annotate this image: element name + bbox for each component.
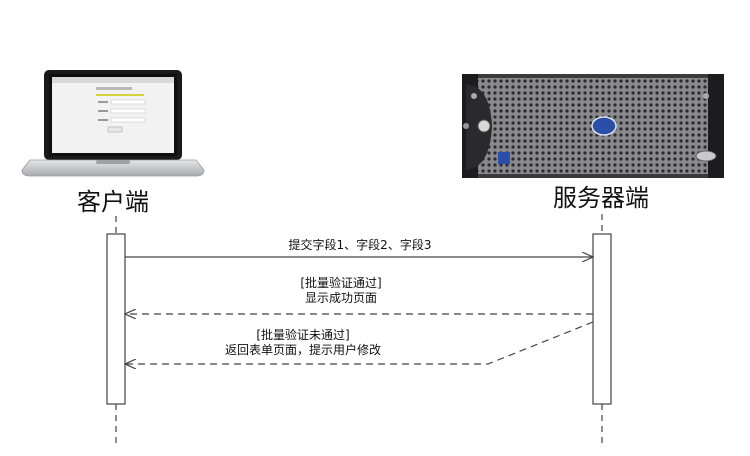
message-validation-passed: [批量验证通过] 显示成功页面 — [125, 275, 593, 314]
message-submit: 提交字段1、字段2、字段3 — [125, 237, 593, 257]
client-activation-bar — [106, 233, 126, 405]
message-validation-failed: [批量验证未通过] 返回表单页面，提示用户修改 — [125, 321, 594, 364]
validation-failed-guard: [批量验证未通过] — [256, 327, 349, 342]
validation-failed-action: 返回表单页面，提示用户修改 — [225, 342, 381, 357]
message-submit-label: 提交字段1、字段2、字段3 — [289, 237, 432, 252]
rack-server-icon — [462, 74, 724, 178]
server-activation-bar — [592, 233, 612, 405]
client-lifeline — [106, 216, 126, 446]
validation-passed-guard: [批量验证通过] — [300, 275, 381, 290]
server-label: 服务器端 — [553, 184, 649, 212]
client-label: 客户端 — [77, 188, 149, 216]
laptop-icon — [21, 70, 205, 177]
validation-failed-arrow — [125, 321, 594, 364]
server-lifeline — [592, 214, 612, 446]
validation-passed-action: 显示成功页面 — [305, 291, 377, 305]
